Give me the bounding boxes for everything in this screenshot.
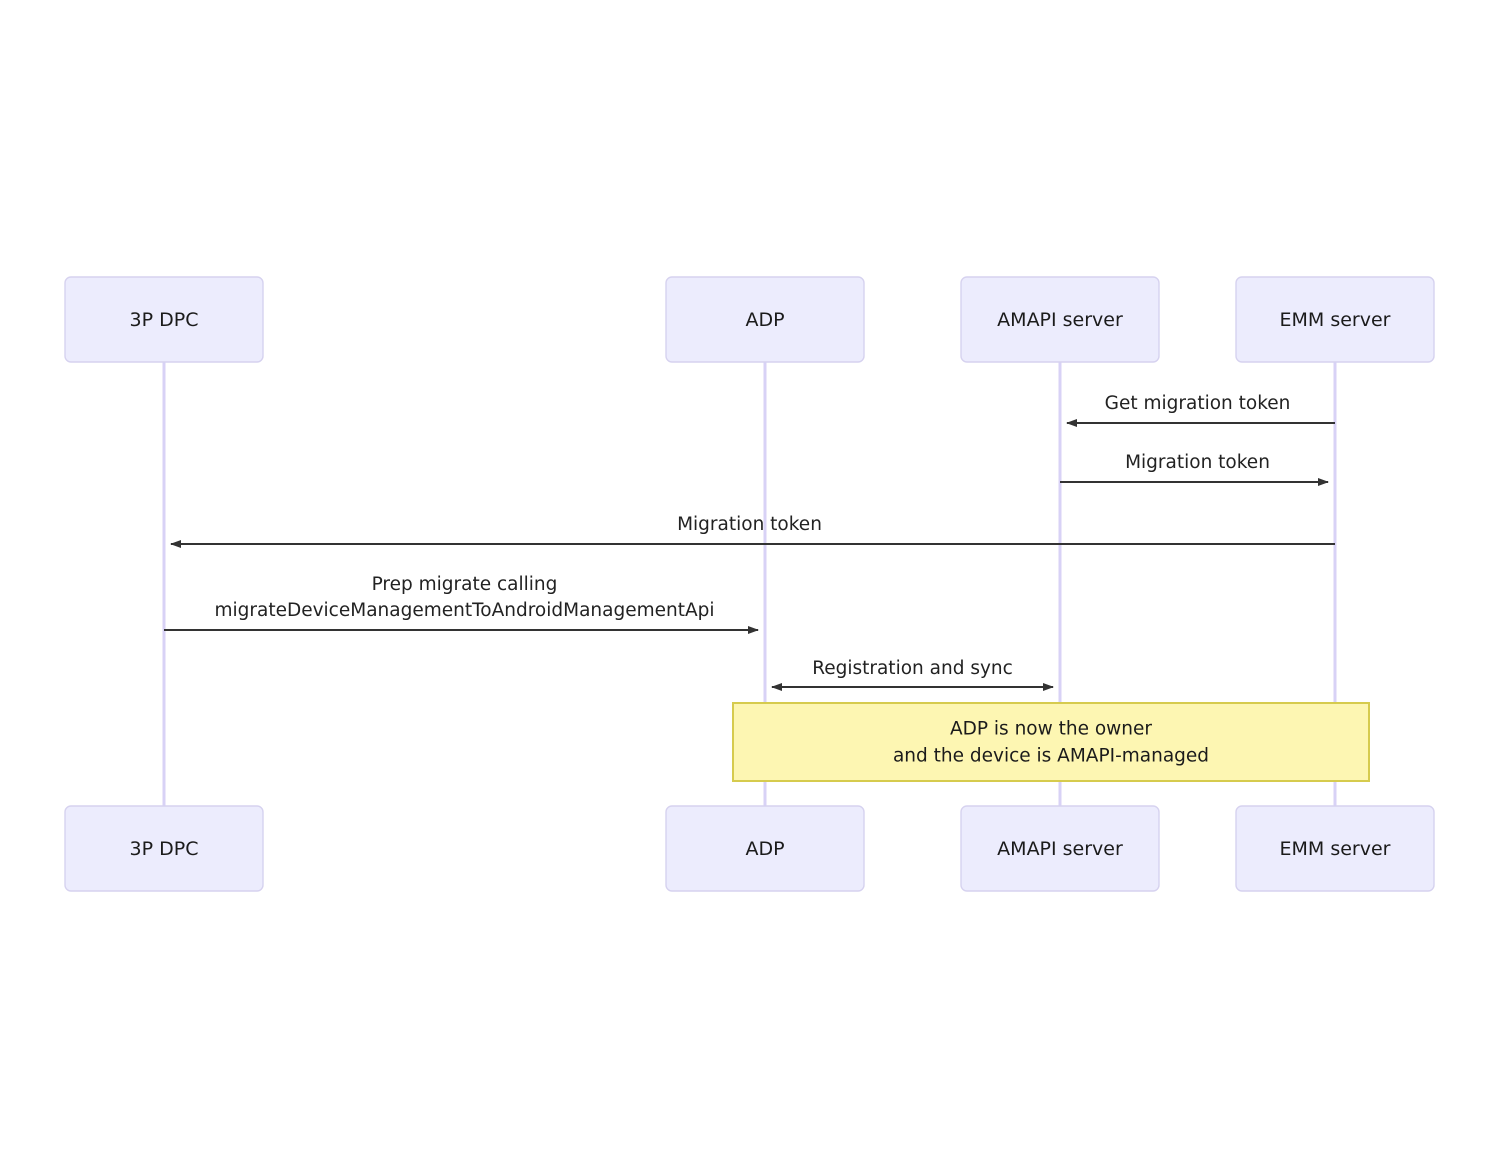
actor-box-top-dpc[interactable] [64, 276, 264, 363]
actor-bottom-emm[interactable]: EMM server [1235, 805, 1435, 892]
actor-top-adp[interactable]: ADP [665, 276, 865, 363]
note-text-note1-line-1: and the device is AMAPI-managed [893, 746, 1209, 767]
message-m4[interactable]: Prep migrate calling migrateDeviceManagem… [164, 574, 759, 634]
actor-box-bottom-amapi[interactable] [960, 805, 1160, 892]
actor-bottom-dpc[interactable]: 3P DPC [64, 805, 264, 892]
actor-label-bottom-emm: EMM server [1280, 838, 1391, 860]
actor-label-bottom-dpc: 3P DPC [130, 838, 199, 860]
actor-label-bottom-amapi: AMAPI server [997, 838, 1123, 860]
message-label-m1-line-0: Get migration token [1105, 393, 1291, 414]
actor-label-top-dpc: 3P DPC [130, 309, 199, 331]
message-m2[interactable]: Migration token [1060, 452, 1329, 486]
actor-label-top-adp: ADP [745, 309, 784, 331]
actors-top-group: 3P DPC ADP AMAPI server EMM server [64, 276, 1435, 363]
actor-bottom-adp[interactable]: ADP [665, 805, 865, 892]
actor-top-emm[interactable]: EMM server [1235, 276, 1435, 363]
actor-bottom-amapi[interactable]: AMAPI server [960, 805, 1160, 892]
actor-box-bottom-adp[interactable] [665, 805, 865, 892]
actor-box-bottom-emm[interactable] [1235, 805, 1435, 892]
note-note1: ADP is now the owner and the device is AM… [732, 702, 1370, 782]
message-label-m4-line-0: Prep migrate calling [372, 574, 558, 595]
message-m3[interactable]: Migration token [170, 514, 1335, 548]
actor-label-top-amapi: AMAPI server [997, 309, 1123, 331]
actor-box-top-emm[interactable] [1235, 276, 1435, 363]
actor-box-top-amapi[interactable] [960, 276, 1160, 363]
actor-top-amapi[interactable]: AMAPI server [960, 276, 1160, 363]
message-label-m4-line-1: migrateDeviceManagementToAndroidManageme… [214, 600, 714, 621]
note-text-note1-line-0: ADP is now the owner [950, 719, 1152, 740]
actor-box-bottom-dpc[interactable] [64, 805, 264, 892]
note-box-note1 [732, 702, 1370, 782]
actor-label-top-emm: EMM server [1280, 309, 1391, 331]
notes-group: ADP is now the owner and the device is AM… [732, 702, 1370, 782]
actor-box-top-adp[interactable] [665, 276, 865, 363]
message-m1[interactable]: Get migration token [1066, 393, 1335, 427]
message-m5[interactable]: Registration and sync [771, 658, 1054, 691]
actor-top-dpc[interactable]: 3P DPC [64, 276, 264, 363]
message-label-m5-line-0: Registration and sync [812, 658, 1013, 679]
message-label-m3-line-0: Migration token [677, 514, 822, 535]
actor-label-bottom-adp: ADP [745, 838, 784, 860]
actors-bottom-group: 3P DPC ADP AMAPI server EMM server [64, 805, 1435, 892]
message-label-m2-line-0: Migration token [1125, 452, 1270, 473]
